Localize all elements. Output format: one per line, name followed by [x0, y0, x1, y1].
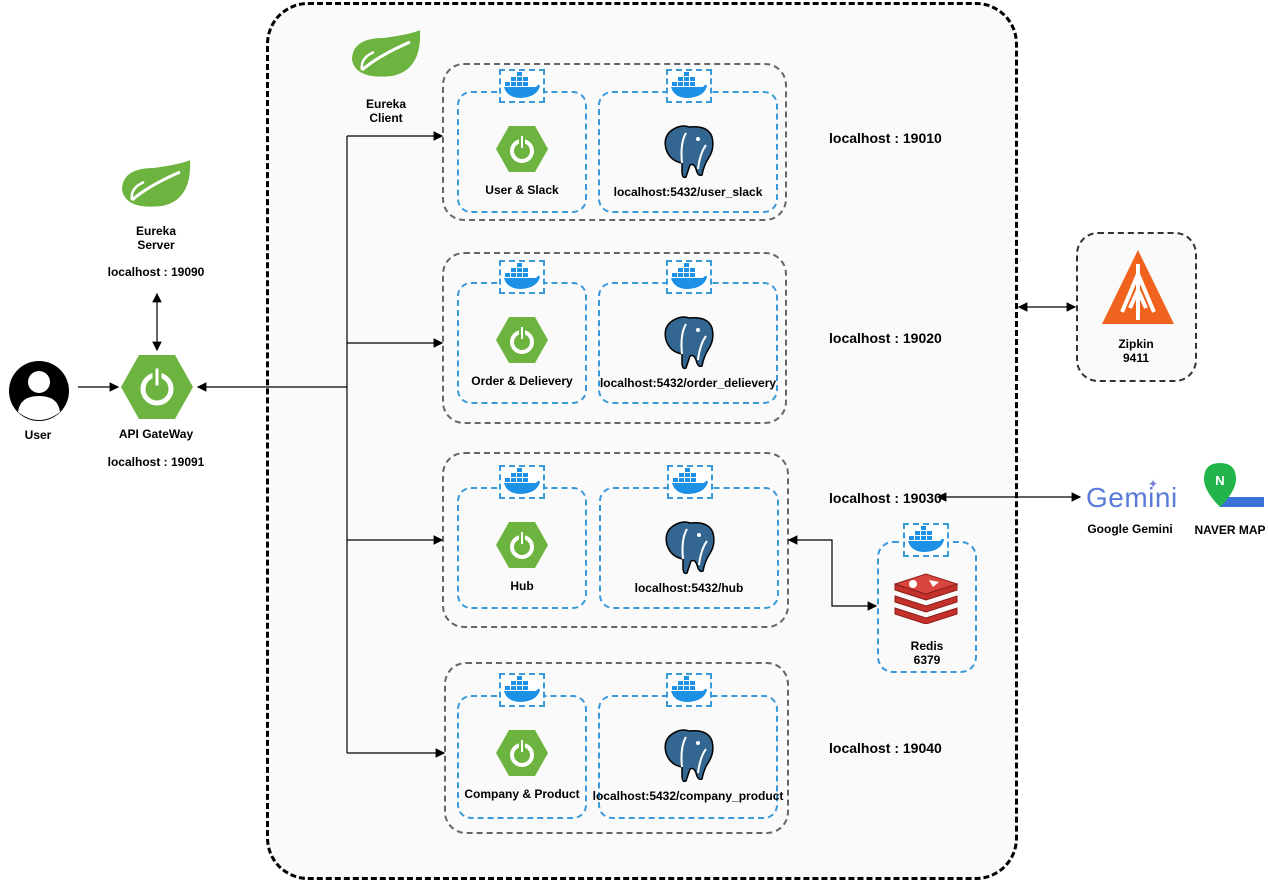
- user-label: User: [24, 428, 52, 442]
- spring-boot-gateway-icon: [121, 353, 193, 426]
- gemini-label: Google Gemini: [1087, 522, 1173, 536]
- svg-text:N: N: [1215, 473, 1224, 488]
- docker-icon: [670, 71, 708, 104]
- redis-port: 6379: [913, 653, 941, 667]
- docker-icon: [503, 675, 541, 708]
- docker-icon: [671, 467, 709, 500]
- eureka-client-label-1: Eureka: [365, 97, 407, 111]
- docker-icon: [670, 262, 708, 295]
- service-port-label: localhost : 19040: [829, 740, 942, 756]
- gateway-label: API GateWay: [118, 427, 194, 441]
- naver-map-pin-icon: N: [1204, 463, 1264, 520]
- user-avatar-icon: [6, 360, 72, 427]
- service-name-label: Order & Delievery: [471, 374, 573, 388]
- docker-icon: [503, 71, 541, 104]
- database-url-label: localhost:5432/user_slack: [613, 185, 763, 199]
- gateway-port: localhost : 19091: [107, 455, 205, 469]
- service-port-label: localhost : 19010: [829, 130, 942, 146]
- naver-label: NAVER MAP: [1194, 523, 1266, 537]
- zipkin-icon: [1102, 250, 1174, 329]
- postgresql-icon: [662, 314, 716, 375]
- service-name-label: Hub: [510, 579, 534, 593]
- docker-icon: [503, 262, 541, 295]
- redis-container-box: [877, 541, 977, 673]
- zipkin-label: Zipkin: [1118, 337, 1154, 351]
- docker-icon: [907, 525, 945, 558]
- spring-boot-icon: [496, 729, 548, 782]
- service-port-label: localhost : 19020: [829, 330, 942, 346]
- eureka-server-label-1: Eureka: [135, 224, 177, 238]
- spring-boot-icon: [496, 316, 548, 369]
- service-name-label: User & Slack: [485, 183, 559, 197]
- spring-leaf-icon: [348, 30, 424, 85]
- spring-boot-icon: [496, 125, 548, 178]
- docker-icon: [670, 675, 708, 708]
- zipkin-port: 9411: [1122, 351, 1150, 365]
- eureka-server-label-2: Server: [137, 238, 175, 252]
- gemini-logo: Gemini: [1086, 482, 1178, 513]
- spring-boot-icon: [496, 521, 548, 574]
- service-name-label: Company & Product: [464, 787, 580, 801]
- postgresql-icon: [662, 727, 716, 788]
- redis-icon: [893, 570, 959, 629]
- postgresql-icon: [663, 519, 717, 580]
- eureka-server-port: localhost : 19090: [107, 265, 205, 279]
- sparkle-icon: ✦: [1148, 477, 1159, 491]
- database-url-label: localhost:5432/hub: [634, 581, 744, 595]
- postgresql-icon: [662, 123, 716, 184]
- database-url-label: localhost:5432/company_product: [592, 789, 784, 803]
- database-url-label: localhost:5432/order_delievery: [599, 376, 777, 390]
- redis-label: Redis: [910, 639, 944, 653]
- eureka-client-label-2: Client: [369, 111, 403, 125]
- docker-icon: [503, 467, 541, 500]
- spring-leaf-icon: [118, 160, 194, 215]
- service-port-label: localhost : 19030: [829, 490, 942, 506]
